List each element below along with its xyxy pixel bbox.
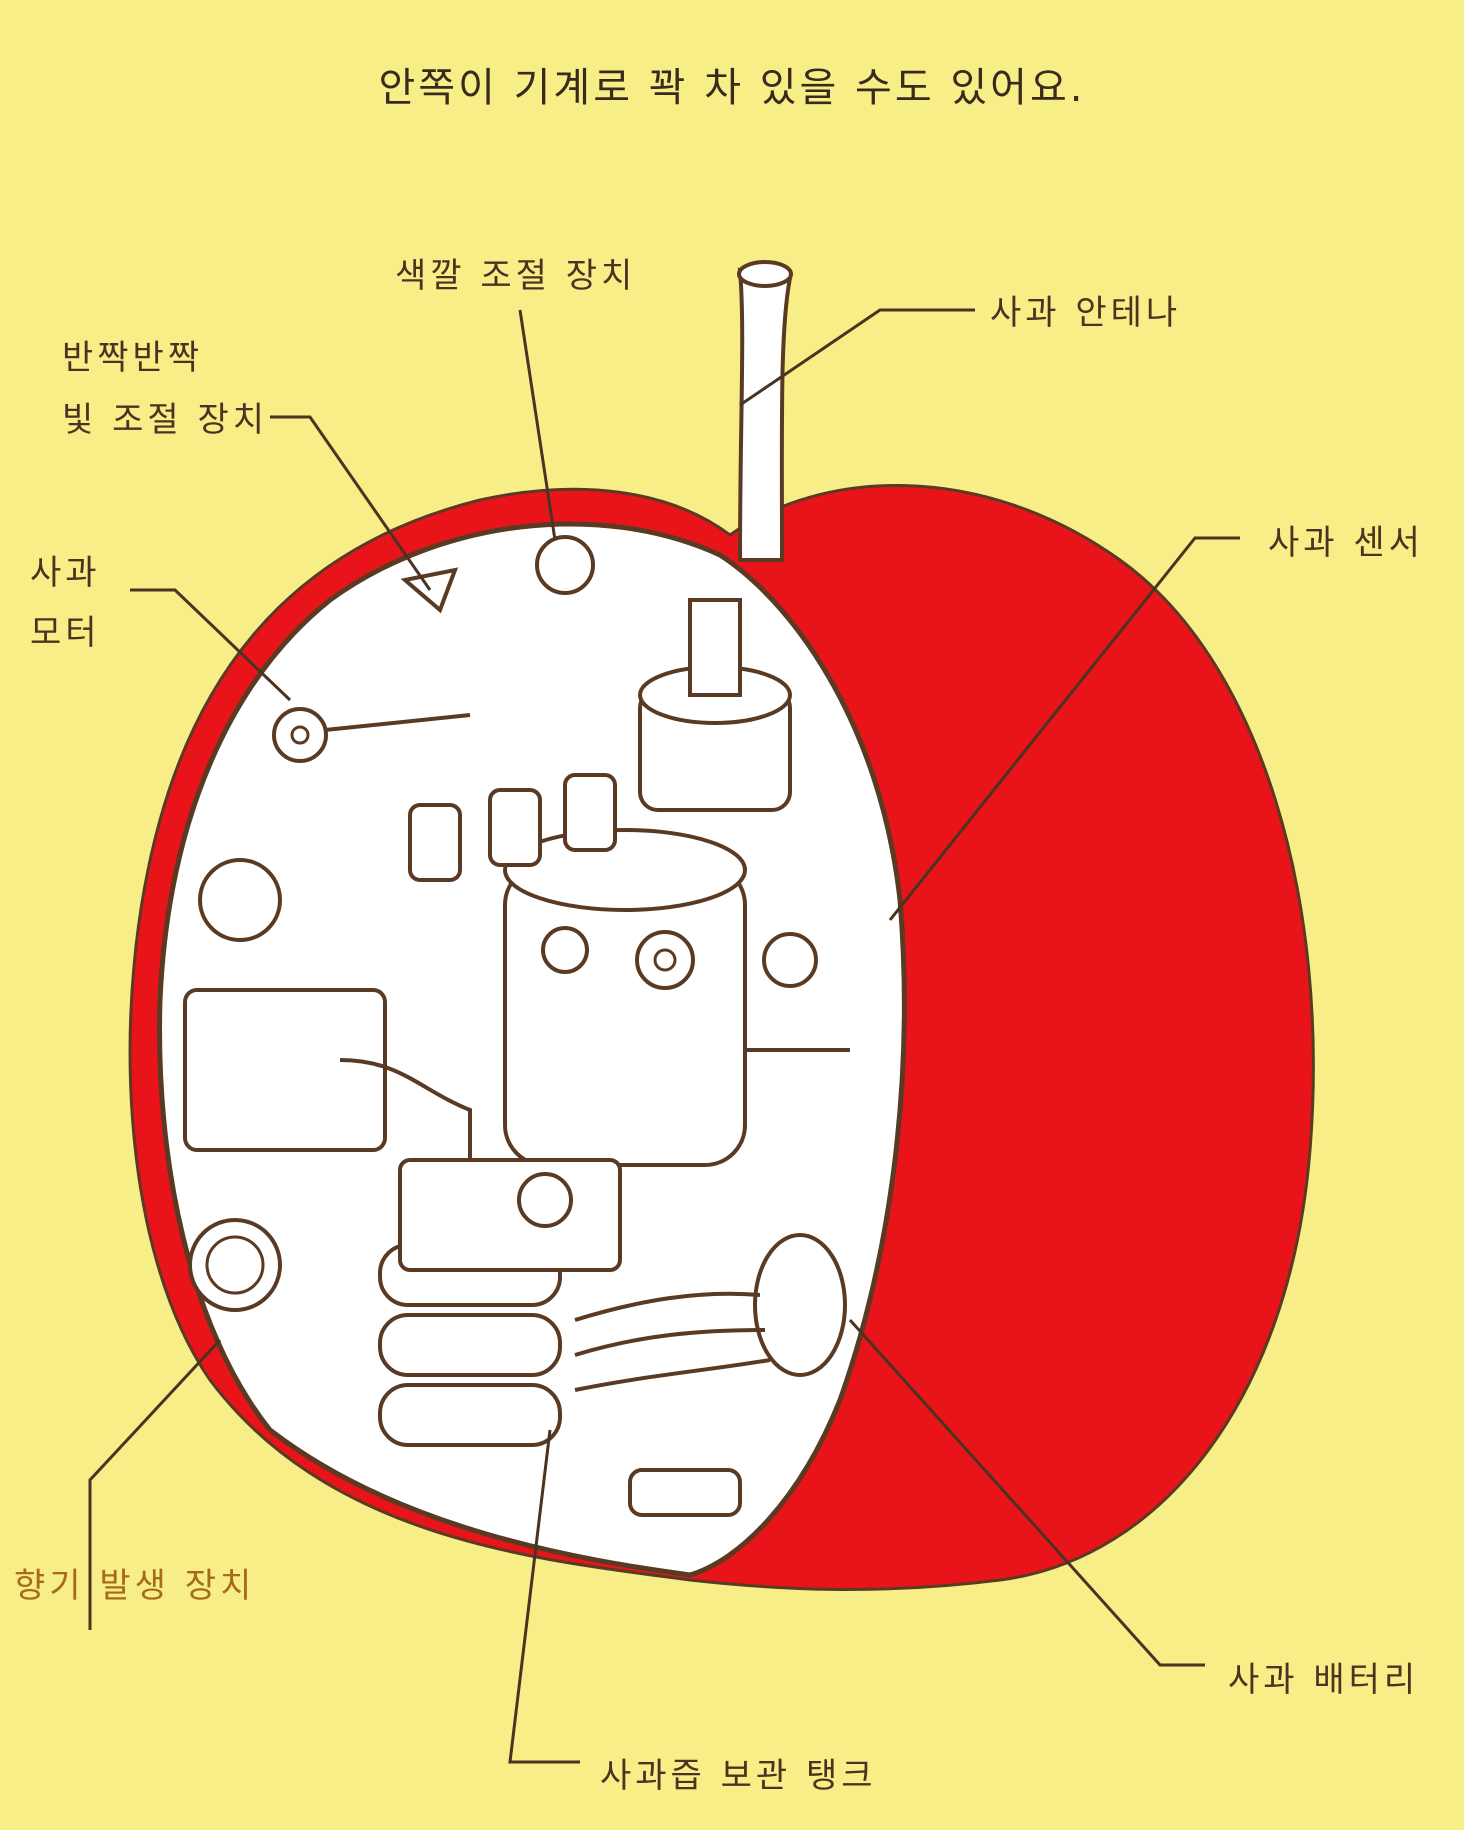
label-motor-line1: 사과 — [30, 553, 101, 593]
label-juice-tank: 사과즙 보관 탱크 — [600, 1756, 877, 1796]
label-color-control: 색깔 조절 장치 — [395, 256, 637, 296]
label-fragrance: 향기 발생 장치 — [14, 1566, 256, 1606]
apple-stem — [737, 260, 793, 562]
leader-lines — [88, 308, 1240, 1764]
page-title: 안쪽이 기계로 꽉 차 있을 수도 있어요. — [378, 65, 1086, 111]
label-battery: 사과 배터리 — [1228, 1660, 1420, 1700]
label-shine-line1: 반짝반짝 — [62, 338, 204, 378]
label-motor-line2: 모터 — [30, 613, 101, 653]
machine-interior — [157, 521, 907, 1578]
label-shine-line2: 빛 조절 장치 — [62, 400, 269, 440]
label-antenna: 사과 안테나 — [990, 293, 1182, 333]
label-sensor: 사과 센서 — [1268, 523, 1424, 563]
